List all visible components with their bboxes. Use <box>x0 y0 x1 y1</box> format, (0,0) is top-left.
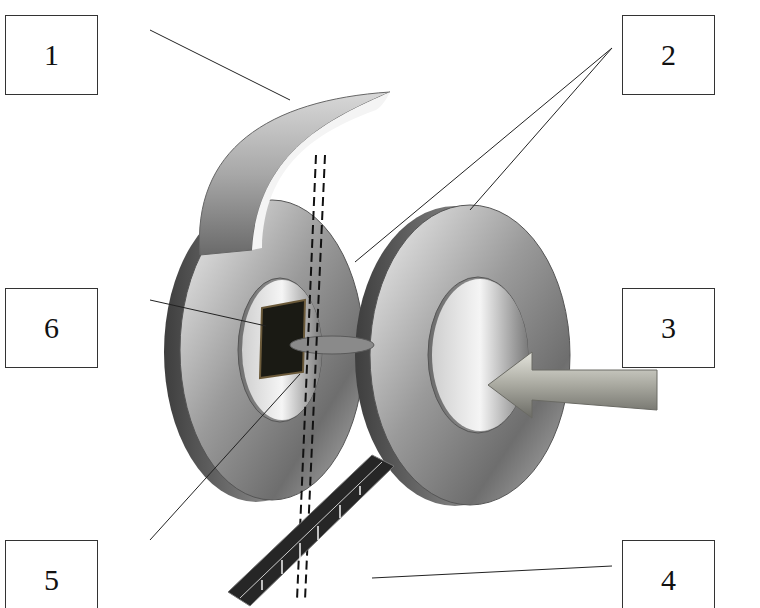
callout-box: 1 <box>5 15 98 95</box>
callout-number: 1 <box>44 38 59 72</box>
leader-lines <box>150 30 612 578</box>
callout-number: 3 <box>661 311 676 345</box>
beam-disc <box>290 336 374 354</box>
callout-box: 4 <box>622 540 715 608</box>
callout-number: 2 <box>661 38 676 72</box>
diffraction-lines <box>240 462 382 598</box>
callout-box: 3 <box>622 288 715 368</box>
ring-face <box>370 205 570 505</box>
callout-box: 2 <box>622 15 715 95</box>
curved-detector <box>199 92 390 255</box>
film-strip <box>228 455 394 606</box>
callout-number: 5 <box>44 563 59 597</box>
callout-box: 6 <box>5 288 98 368</box>
ring-bore <box>432 279 528 431</box>
callout-number: 6 <box>44 311 59 345</box>
sample-square <box>260 300 305 378</box>
callout-box: 5 <box>5 540 98 608</box>
callout-number: 4 <box>661 563 676 597</box>
